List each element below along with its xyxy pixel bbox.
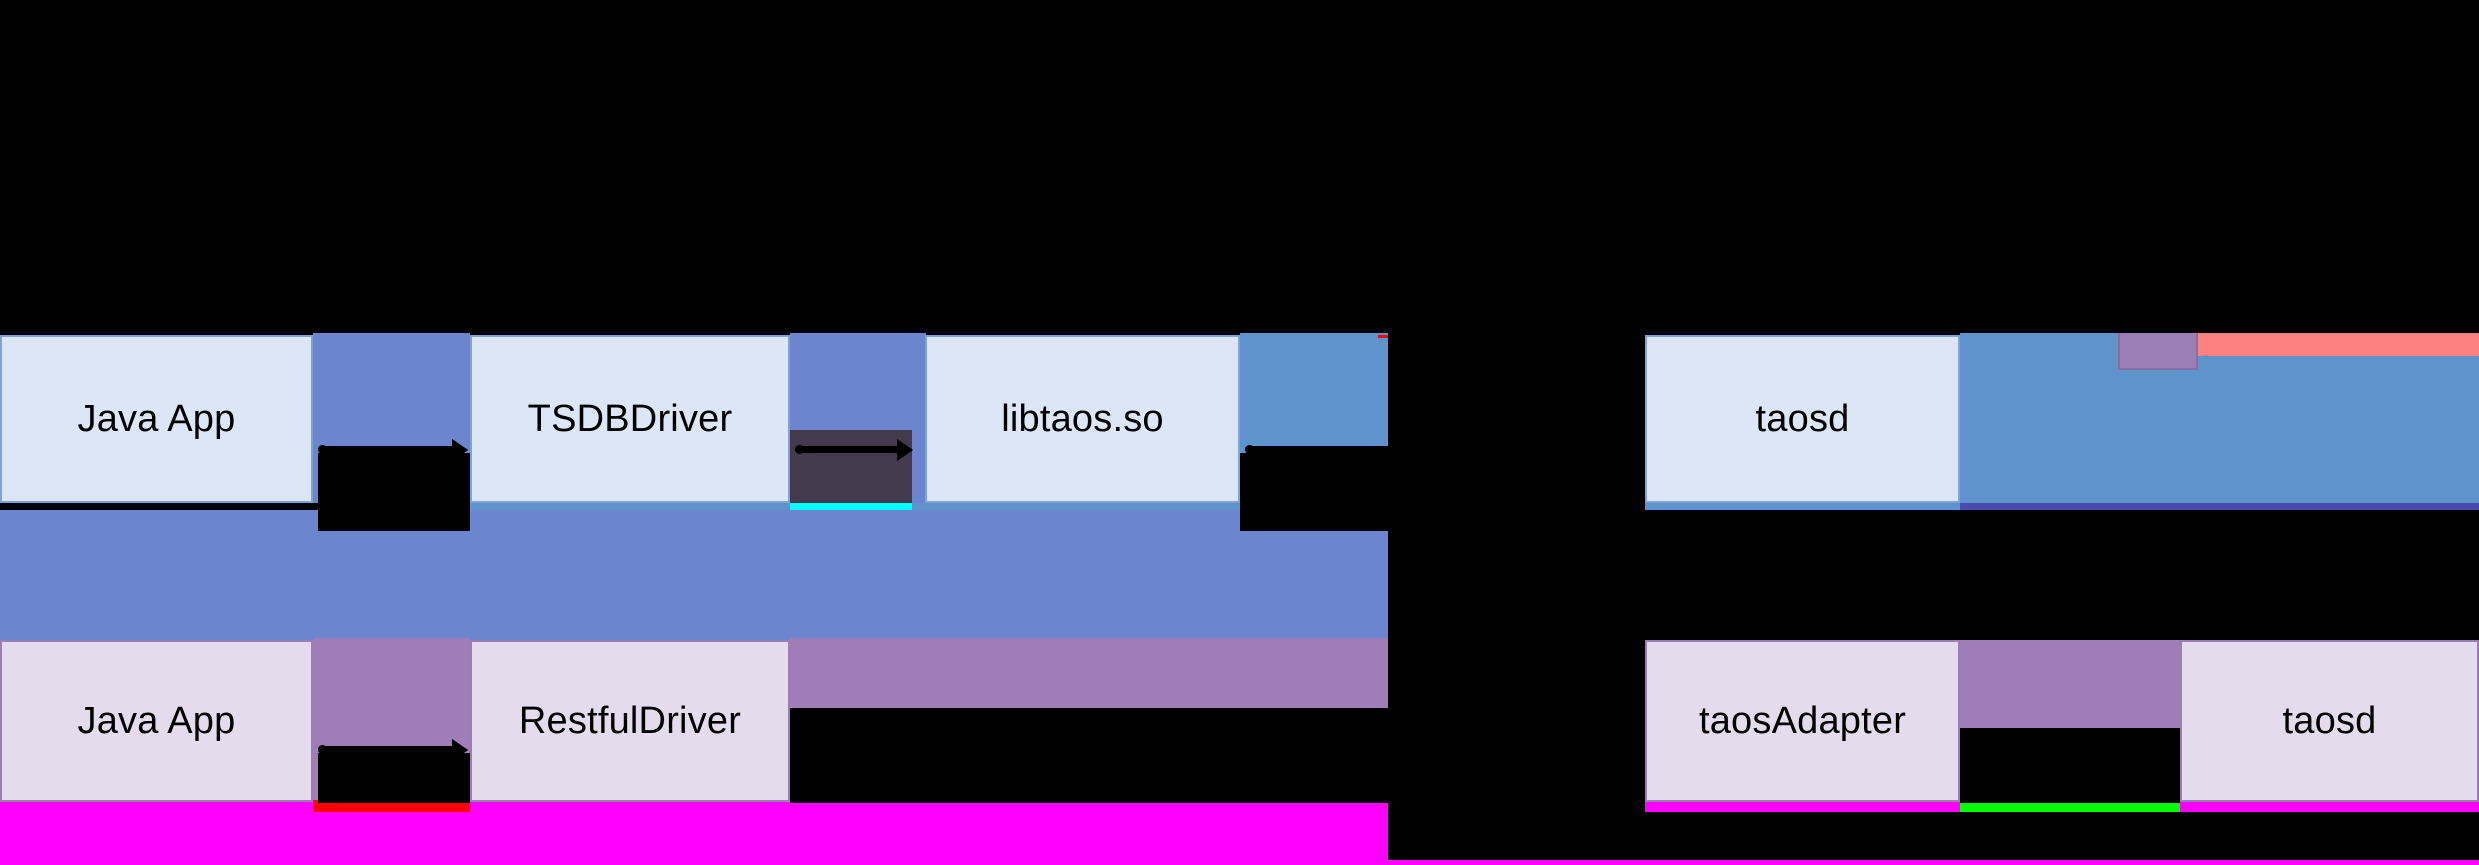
node-label: RestfulDriver xyxy=(518,700,742,742)
occluder-row2-connector-b xyxy=(790,708,1388,803)
arrow-head-javaapp-restfuldriver-top xyxy=(452,739,468,761)
occluder-row1-gap xyxy=(1388,333,1645,531)
band-footer-magenta xyxy=(0,812,1388,865)
node-label: Java App xyxy=(77,398,236,440)
node-java-app-rest[interactable]: Java App xyxy=(0,640,313,802)
arrow-line-javaapp-restfuldriver-top xyxy=(322,746,452,753)
node-restfuldriver[interactable]: RestfulDriver xyxy=(470,640,790,802)
arrow-line-tsdbdriver-libtaos-top xyxy=(799,446,897,453)
arrow-line-javaapp-tsdbdriver-top xyxy=(322,446,452,453)
occluder-top xyxy=(0,0,2479,333)
node-label: taosd xyxy=(2282,700,2377,742)
node-label: TSDBDriver xyxy=(527,398,733,440)
band-row2-purple-mid xyxy=(790,638,1388,708)
arrow-head-tsdbdriver-libtaos-top xyxy=(897,439,913,461)
arrow-head-javaapp-tsdbdriver-top xyxy=(452,439,468,461)
occluder-row2-connector-c xyxy=(1960,728,2180,803)
node-label: taosd xyxy=(1755,398,1850,440)
node-taosadapter[interactable]: taosAdapter xyxy=(1645,640,1960,802)
band-plum-connector xyxy=(790,430,912,508)
arrow-head-taosadapter-taosd-top xyxy=(2162,739,2178,761)
arrow-line-taosadapter-taosd-top xyxy=(1969,746,2162,753)
node-label: taosAdapter xyxy=(1698,700,1907,742)
arrow-head-libtaos-taosd-top xyxy=(1627,439,1643,461)
band-row1-steel-taosd-right xyxy=(1960,333,2479,503)
legend-reveal-window xyxy=(2118,178,2479,333)
occluder-bottom-right xyxy=(1388,812,2479,860)
occluder-mid-right xyxy=(1388,510,2479,640)
band-middle-cornflower-left xyxy=(0,510,1388,640)
node-taosd-rest[interactable]: taosd xyxy=(2180,640,2479,802)
occluder-row2-connector-a xyxy=(318,753,470,803)
node-tsdbdriver[interactable]: TSDBDriver xyxy=(470,335,790,503)
arrow-head-restfuldriver-taosadapter-top xyxy=(1627,739,1643,761)
band-row1-steel-right xyxy=(1240,333,1388,453)
arrow-line-restfuldriver-taosadapter-top xyxy=(799,746,1627,753)
node-taosd-native[interactable]: taosd xyxy=(1645,335,1960,503)
occluder-row1-gap2 xyxy=(1240,453,1388,531)
node-libtaos-so[interactable]: libtaos.so xyxy=(925,335,1240,503)
node-label: Java App xyxy=(77,700,236,742)
band-footer-magenta-line xyxy=(1388,860,2479,865)
band-row2-purple-right xyxy=(1960,638,2180,728)
arrow-line-libtaos-taosd-top xyxy=(1249,446,1627,453)
occluder-row2-gap-left xyxy=(1388,638,1645,818)
occluder-connector-1 xyxy=(318,453,470,531)
node-java-app-native[interactable]: Java App xyxy=(0,335,313,503)
node-label: libtaos.so xyxy=(1001,398,1164,440)
